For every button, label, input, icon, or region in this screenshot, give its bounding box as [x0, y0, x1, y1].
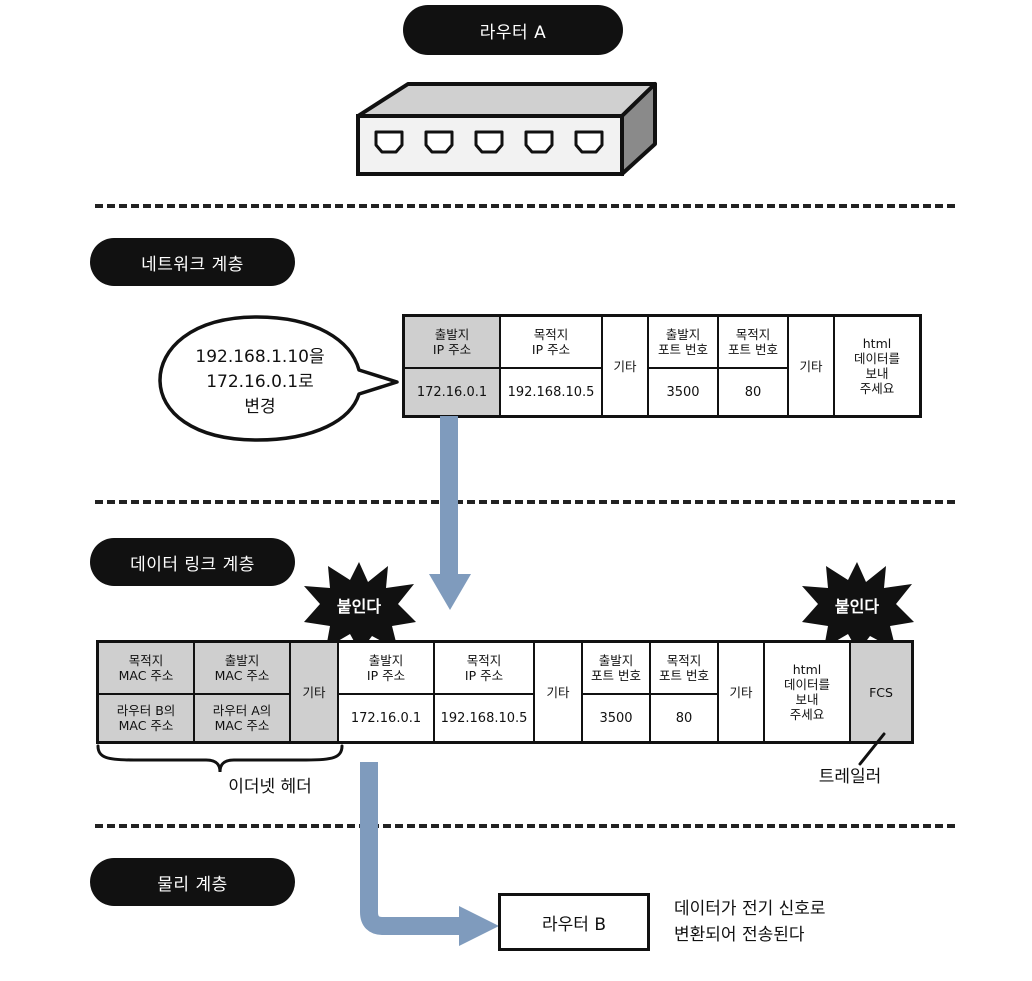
- dst-port-label-2: 포트 번호: [728, 342, 778, 357]
- payload-line-4: 주세요: [859, 381, 895, 396]
- frame-dst-ip-value: 192.168.10.5: [440, 710, 528, 726]
- frame-etc: 기타: [302, 684, 326, 700]
- etc-column-1: 기타: [603, 317, 649, 415]
- frame-src-port-label-1: 출발지: [598, 653, 634, 668]
- attach-right-label: 붙인다: [834, 597, 880, 616]
- dst-port-column: 목적지 포트 번호 80: [719, 317, 789, 415]
- frame-payload-line-4: 주세요: [789, 707, 825, 722]
- frame-src-ip-column: 출발지 IP 주소 172.16.0.1: [339, 643, 435, 741]
- src-mac-value-2: MAC 주소: [214, 718, 270, 733]
- dst-ip-value: 192.168.10.5: [507, 384, 595, 400]
- separator-line-2: [95, 500, 955, 504]
- dst-mac-label-1: 목적지: [128, 653, 164, 668]
- router-a-label: 라우터 A: [403, 5, 623, 55]
- speech-bubble: [158, 315, 399, 442]
- frame-src-ip-value: 172.16.0.1: [350, 710, 422, 726]
- dst-ip-label-1: 목적지: [533, 327, 569, 342]
- frame-etc-column-1: 기타: [535, 643, 583, 741]
- frame-payload-line-1: html: [792, 662, 822, 677]
- frame-etc-column-2: 기타: [719, 643, 765, 741]
- speech-line-3: 변경: [244, 397, 276, 417]
- src-mac-value-1: 라우터 A의: [212, 703, 272, 718]
- physical-layer-label: 물리 계층: [90, 858, 295, 906]
- ethernet-header-brace: [96, 744, 344, 773]
- frame-dst-ip-label-2: IP 주소: [464, 668, 504, 683]
- frame-dst-port-column: 목적지 포트 번호 80: [651, 643, 719, 741]
- dst-port-label-1: 목적지: [735, 327, 771, 342]
- frame-etc-1: 기타: [546, 684, 570, 700]
- router-device-icon: [356, 82, 657, 176]
- attach-burst-right-icon: [802, 562, 914, 652]
- etc-1: 기타: [613, 358, 637, 374]
- frame-dst-port-label-1: 목적지: [666, 653, 702, 668]
- frame-payload-column: html 데이터를 보내 주세요: [765, 643, 851, 741]
- fcs-label: FCS: [869, 684, 893, 700]
- speech-line-1: 192.168.1.10을: [195, 347, 325, 367]
- frame-etc-2: 기타: [729, 684, 753, 700]
- separator-line-3: [95, 824, 955, 828]
- physical-note-line-2: 변환되어 전송된다: [674, 925, 805, 945]
- src-port-column: 출발지 포트 번호 3500: [649, 317, 719, 415]
- frame-etc-column: 기타: [291, 643, 339, 741]
- trailer-pointer-line: [858, 732, 886, 766]
- dst-mac-value-2: MAC 주소: [118, 718, 174, 733]
- src-ip-column: 출발지 IP 주소 172.16.0.1: [405, 317, 501, 415]
- src-mac-column: 출발지 MAC 주소 라우터 A의 MAC 주소: [195, 643, 291, 741]
- dst-port-value: 80: [744, 384, 762, 400]
- trailer-label: 트레일러: [818, 767, 882, 787]
- ethernet-header-label: 이더넷 헤더: [228, 777, 312, 797]
- dst-mac-column: 목적지 MAC 주소 라우터 B의 MAC 주소: [99, 643, 195, 741]
- etc-2: 기타: [799, 358, 823, 374]
- datalink-layer-label: 데이터 링크 계층: [90, 538, 295, 586]
- separator-line-1: [95, 204, 955, 208]
- payload-column: html 데이터를 보내 주세요: [835, 317, 919, 415]
- fcs-column: FCS: [851, 643, 911, 741]
- attach-left-label: 붙인다: [336, 597, 382, 616]
- physical-note-line-1: 데이터가 전기 신호로: [674, 899, 826, 919]
- dst-ip-column: 목적지 IP 주소 192.168.10.5: [501, 317, 603, 415]
- router-b-label: 라우터 B: [542, 914, 606, 935]
- src-ip-label-2: IP 주소: [432, 342, 472, 357]
- network-layer-label: 네트워크 계층: [90, 238, 295, 286]
- dst-mac-value-1: 라우터 B의: [116, 703, 176, 718]
- attach-burst-left-icon: [304, 562, 416, 652]
- src-port-label-2: 포트 번호: [658, 342, 708, 357]
- payload-line-2: 데이터를: [853, 351, 900, 366]
- src-mac-label-1: 출발지: [224, 653, 260, 668]
- frame-src-ip-label-1: 출발지: [368, 653, 404, 668]
- ip-packet: 출발지 IP 주소 172.16.0.1 목적지 IP 주소 192.168.1…: [402, 314, 922, 418]
- router-b-box: 라우터 B: [498, 893, 650, 951]
- frame-src-port-column: 출발지 포트 번호 3500: [583, 643, 651, 741]
- payload-line-3: 보내: [865, 366, 889, 381]
- frame-src-ip-label-2: IP 주소: [366, 668, 406, 683]
- speech-line-2: 172.16.0.1로: [206, 372, 314, 392]
- frame-src-port-label-2: 포트 번호: [591, 668, 641, 683]
- bent-arrow-icon: [360, 762, 499, 946]
- frame-dst-port-label-2: 포트 번호: [659, 668, 709, 683]
- frame-dst-ip-column: 목적지 IP 주소 192.168.10.5: [435, 643, 535, 741]
- down-arrow-icon: [429, 416, 471, 610]
- src-ip-value: 172.16.0.1: [405, 369, 499, 415]
- etc-column-2: 기타: [789, 317, 835, 415]
- frame-dst-port-value: 80: [675, 710, 693, 726]
- frame-dst-ip-label-1: 목적지: [466, 653, 502, 668]
- frame-src-port-value: 3500: [599, 710, 633, 726]
- ethernet-frame: 목적지 MAC 주소 라우터 B의 MAC 주소 출발지 MAC 주소 라우터 …: [96, 640, 914, 744]
- src-port-label-1: 출발지: [665, 327, 701, 342]
- frame-payload-line-2: 데이터를: [783, 677, 830, 692]
- payload-line-1: html: [862, 336, 892, 351]
- dst-mac-label-2: MAC 주소: [118, 668, 174, 683]
- frame-payload-line-3: 보내: [795, 692, 819, 707]
- dst-ip-label-2: IP 주소: [531, 342, 571, 357]
- src-ip-label-1: 출발지: [434, 327, 470, 342]
- src-port-value: 3500: [666, 384, 700, 400]
- src-mac-label-2: MAC 주소: [214, 668, 270, 683]
